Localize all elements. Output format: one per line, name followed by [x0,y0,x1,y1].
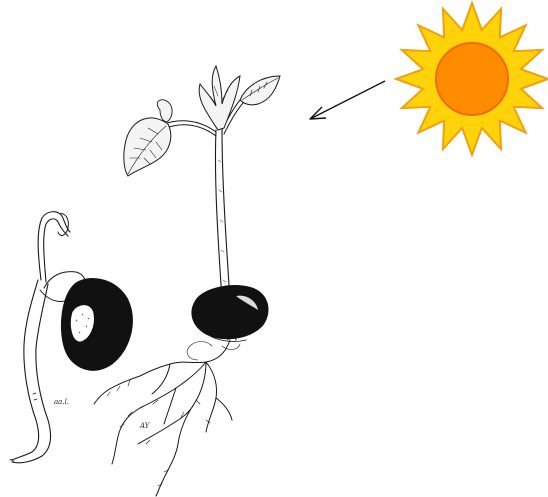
grown-seedling-leaf-left [124,118,171,176]
arrow-head [310,107,326,119]
grown-seedling-terminal-bud [199,66,240,130]
right-signature: AY [139,422,151,430]
arrow-shaft [312,81,385,118]
grown-seedling-seed [192,286,268,339]
grown-seedling-roots [94,340,232,496]
sun-icon [396,3,548,155]
grown-seedling: AY [94,66,280,496]
early-seedling-hook [38,212,70,282]
sun-disk [436,43,508,115]
grown-seedling-leaf-left-small [157,100,172,122]
grown-seedling-branch-left [164,121,216,136]
arrow-left-down-icon [310,81,385,119]
early-seedling: aa.l. [10,212,132,463]
left-signature: aa.l. [54,398,69,406]
early-seedling-stem [12,280,50,463]
